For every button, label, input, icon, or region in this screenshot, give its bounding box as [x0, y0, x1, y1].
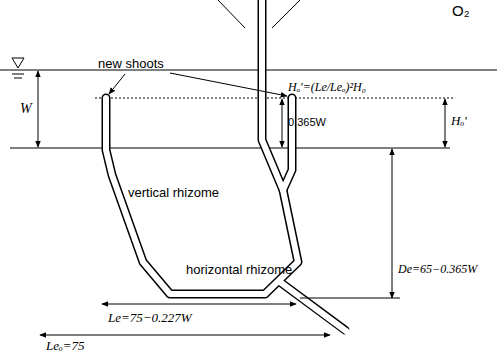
- gas-label: O₂: [452, 3, 470, 20]
- depth-label: W: [20, 101, 32, 116]
- dimension-label: Le=75−0.227W: [108, 311, 192, 325]
- height-formula: Hₒ'=(Le/Leₒ)²H₀: [288, 81, 366, 94]
- shoot-label: new shoots: [98, 57, 164, 71]
- dimension-label: Leₒ=75: [46, 339, 85, 353]
- height-label: 0.365W: [288, 116, 326, 128]
- dimension-label: De=65−0.365W: [398, 263, 477, 276]
- rhizome-label: horizontal rhizome: [186, 263, 292, 277]
- height-label: Hₒ': [451, 114, 467, 128]
- rhizome-label: vertical rhizome: [128, 186, 219, 200]
